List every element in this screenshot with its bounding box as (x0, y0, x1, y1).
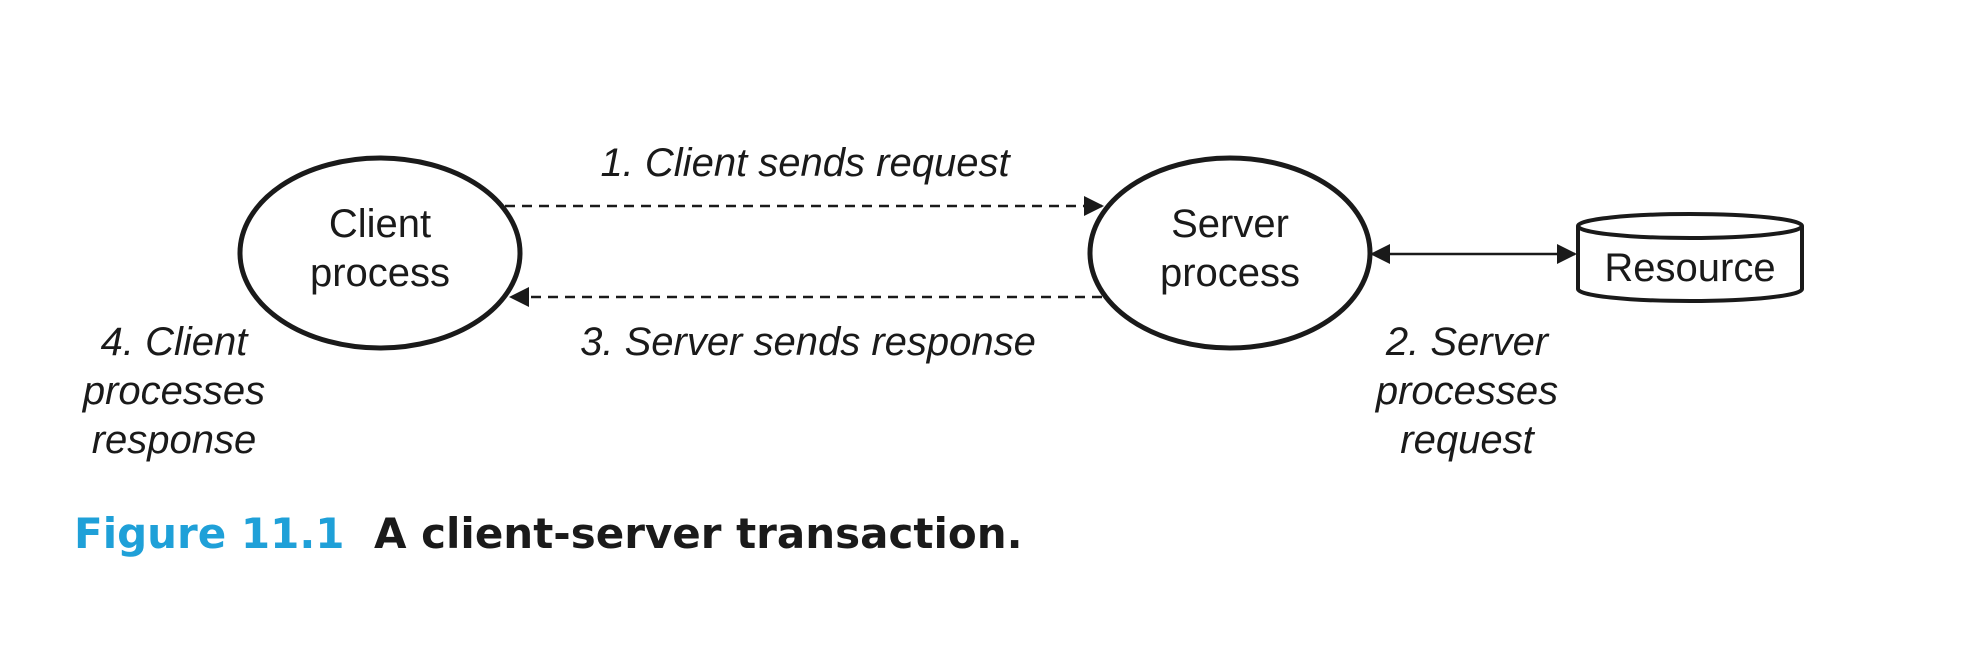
step3-label: 3. Server sends response (580, 320, 1036, 364)
resource-label: Resource (1604, 246, 1775, 290)
client-process-node: Client process (237, 155, 523, 351)
figure-title: A client-server transaction. (374, 509, 1023, 558)
client-process-label-line2: process (310, 251, 450, 295)
server-process-node: Server process (1087, 155, 1373, 351)
step2-label: 2. Server processes request (1375, 320, 1558, 462)
server-process-label-line2: process (1160, 251, 1300, 295)
step2-label-line3: request (1400, 418, 1535, 462)
step2-label-line2: processes (1375, 369, 1558, 413)
resource-cylinder-icon (1576, 226, 1804, 303)
resource-cylinder-top (1576, 212, 1804, 240)
step4-label: 4. Client processes response (82, 320, 265, 462)
step4-label-line3: response (92, 418, 257, 462)
client-process-ellipse (237, 155, 523, 351)
figure-caption: Figure 11.1 A client-server transaction. (74, 509, 1023, 558)
client-process-label-line1: Client (329, 202, 431, 246)
figure-number: Figure 11.1 (74, 509, 345, 558)
server-process-label-line1: Server (1171, 202, 1289, 246)
step2-label-line1: 2. Server (1385, 320, 1550, 364)
step1-label: 1. Client sends request (600, 141, 1011, 185)
step4-label-line1: 4. Client (101, 320, 250, 364)
step4-label-line2: processes (82, 369, 265, 413)
resource-node: Resource (1576, 212, 1804, 303)
